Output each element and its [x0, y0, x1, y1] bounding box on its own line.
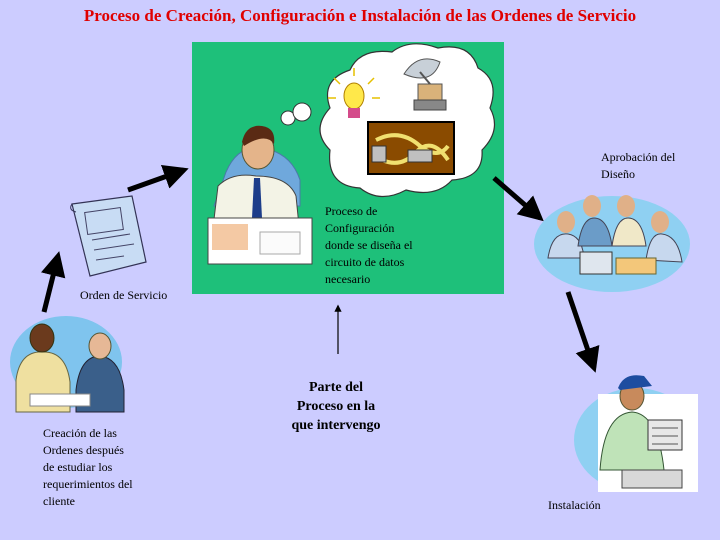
my-part-label: Parte del Proceso en la que intervengo	[276, 378, 396, 435]
arrow-order-to-config	[127, 164, 189, 193]
creation-label-line: Ordenes después	[43, 443, 124, 457]
configuration-label-line: donde se diseña el	[325, 238, 413, 252]
network-cables-icon	[367, 121, 455, 175]
configuration-label-line: Configuración	[325, 221, 395, 235]
light-bulb-icon	[328, 68, 380, 118]
installation-technician-icon	[574, 375, 698, 492]
creation-label-line: cliente	[43, 494, 75, 508]
creation-label-line: requerimientos del	[43, 477, 133, 491]
creation-label-line: de estudiar los	[43, 460, 113, 474]
service-order-document-icon	[70, 195, 147, 277]
my-part-label-line: Parte del	[308, 380, 364, 395]
arrow-creation-to-order	[41, 251, 66, 313]
approval-label: Aprobación del Diseño	[601, 149, 675, 183]
arrow-config-to-approval	[492, 176, 544, 222]
configuration-label-line: necesario	[325, 272, 371, 286]
configuration-label-line: circuito de datos	[325, 255, 405, 269]
my-part-label-line: que intervengo	[291, 418, 381, 433]
design-review-team-icon	[534, 195, 690, 292]
diagram-title: Proceso de Creación, Configuración e Ins…	[83, 6, 637, 25]
approval-label-line: Diseño	[601, 167, 635, 181]
service-order-label: Orden de Servicio	[80, 288, 168, 302]
configuration-label: Proceso de Configuración donde se diseña…	[325, 203, 413, 288]
configuration-label-line: Proceso de	[325, 204, 378, 218]
customer-meeting-icon	[10, 316, 125, 413]
satellite-dish-icon	[403, 58, 447, 111]
creation-label-line: Creación de las	[43, 426, 117, 440]
my-part-label-line: Proceso en la	[296, 399, 376, 414]
arrow-approval-to-installation	[565, 291, 600, 373]
approval-label-line: Aprobación del	[601, 150, 676, 164]
installation-label: Instalación	[548, 498, 601, 512]
engineer-at-desk-icon	[207, 125, 313, 265]
creation-label: Creación de las Ordenes después de estud…	[43, 425, 133, 510]
